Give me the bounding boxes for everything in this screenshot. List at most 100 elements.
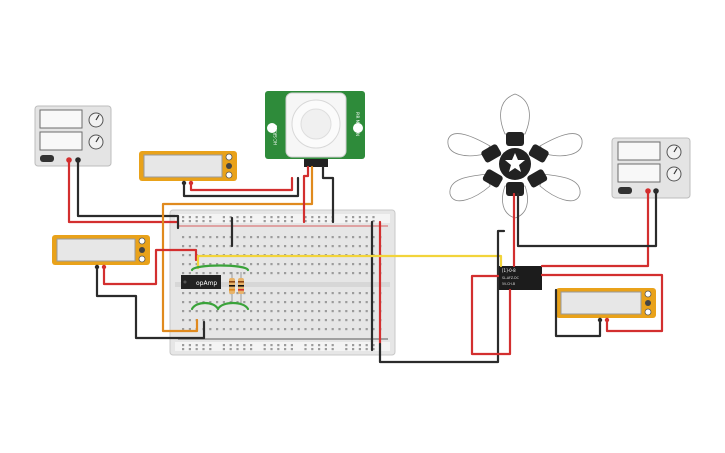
breadboard-hole[interactable]	[277, 236, 280, 239]
breadboard-hole[interactable]	[304, 348, 307, 351]
breadboard-hole[interactable]	[263, 263, 266, 266]
breadboard-hole[interactable]	[202, 272, 205, 275]
breadboard-hole[interactable]	[297, 319, 300, 322]
breadboard-hole[interactable]	[290, 216, 293, 219]
breadboard-hole[interactable]	[195, 236, 198, 239]
breadboard-hole[interactable]	[209, 319, 212, 322]
wire-green-3[interactable]	[216, 301, 250, 311]
breadboard-hole[interactable]	[202, 220, 205, 223]
breadboard-hole[interactable]	[270, 236, 273, 239]
breadboard-hole[interactable]	[209, 301, 212, 304]
breadboard-hole[interactable]	[188, 216, 191, 219]
breadboard-hole[interactable]	[270, 272, 273, 275]
breadboard-hole[interactable]	[229, 245, 232, 248]
breadboard-hole[interactable]	[290, 292, 293, 295]
breadboard-hole[interactable]	[365, 301, 368, 304]
breadboard-hole[interactable]	[188, 245, 191, 248]
breadboard-hole[interactable]	[304, 310, 307, 313]
breadboard-hole[interactable]	[256, 245, 259, 248]
breadboard-hole[interactable]	[277, 348, 280, 351]
breadboard-hole[interactable]	[284, 310, 287, 313]
breadboard-hole[interactable]	[372, 319, 375, 322]
breadboard-hole[interactable]	[202, 245, 205, 248]
breadboard-hole[interactable]	[222, 220, 225, 223]
breadboard-hole[interactable]	[182, 310, 185, 313]
breadboard-hole[interactable]	[277, 301, 280, 304]
breadboard-hole[interactable]	[338, 236, 341, 239]
breadboard-hole[interactable]	[236, 301, 239, 304]
breadboard-hole[interactable]	[250, 263, 253, 266]
breadboard-hole[interactable]	[236, 344, 239, 347]
breadboard-hole[interactable]	[358, 328, 361, 331]
breadboard-hole[interactable]	[216, 319, 219, 322]
breadboard-hole[interactable]	[182, 344, 185, 347]
breadboard-hole[interactable]	[209, 216, 212, 219]
breadboard-hole[interactable]	[263, 348, 266, 351]
breadboard-hole[interactable]	[263, 220, 266, 223]
relay[interactable]: [1]-0-8 SL-AFZ-DC 5V-CH-B	[498, 266, 542, 290]
breadboard-hole[interactable]	[345, 220, 348, 223]
breadboard-hole[interactable]	[304, 328, 307, 331]
breadboard-hole[interactable]	[297, 310, 300, 313]
breadboard-hole[interactable]	[202, 344, 205, 347]
breadboard-hole[interactable]	[277, 292, 280, 295]
breadboard-hole[interactable]	[195, 348, 198, 351]
breadboard-hole[interactable]	[331, 328, 334, 331]
breadboard-hole[interactable]	[263, 245, 266, 248]
breadboard-hole[interactable]	[256, 328, 259, 331]
breadboard-hole[interactable]	[222, 292, 225, 295]
wire-green-1[interactable]	[190, 264, 250, 272]
breadboard-hole[interactable]	[263, 292, 266, 295]
breadboard-hole[interactable]	[216, 272, 219, 275]
breadboard-hole[interactable]	[297, 245, 300, 248]
breadboard-hole[interactable]	[284, 328, 287, 331]
breadboard-hole[interactable]	[352, 220, 355, 223]
breadboard-hole[interactable]	[365, 328, 368, 331]
breadboard-hole[interactable]	[250, 348, 253, 351]
opamp-chip[interactable]: opAmp	[181, 275, 221, 289]
breadboard-hole[interactable]	[263, 344, 266, 347]
breadboard-hole[interactable]	[338, 292, 341, 295]
breadboard-hole[interactable]	[222, 272, 225, 275]
wire-red-meter-top[interactable]	[189, 176, 294, 192]
pir-sensor[interactable]: HC-SR501 PIR MOTION	[265, 91, 365, 167]
breadboard-hole[interactable]	[195, 301, 198, 304]
breadboard-hole[interactable]	[372, 344, 375, 347]
breadboard-hole[interactable]	[256, 272, 259, 275]
wire-red-meter-left[interactable]	[102, 248, 198, 286]
breadboard-hole[interactable]	[318, 310, 321, 313]
breadboard-hole[interactable]	[358, 301, 361, 304]
breadboard-hole[interactable]	[297, 292, 300, 295]
breadboard-hole[interactable]	[311, 310, 314, 313]
breadboard-hole[interactable]	[188, 236, 191, 239]
breadboard-hole[interactable]	[188, 310, 191, 313]
breadboard-hole[interactable]	[372, 328, 375, 331]
breadboard-hole[interactable]	[304, 263, 307, 266]
breadboard-hole[interactable]	[324, 220, 327, 223]
breadboard-hole[interactable]	[209, 292, 212, 295]
breadboard-hole[interactable]	[365, 310, 368, 313]
breadboard-hole[interactable]	[365, 348, 368, 351]
breadboard-hole[interactable]	[365, 272, 368, 275]
breadboard-hole[interactable]	[297, 272, 300, 275]
breadboard-hole[interactable]	[284, 272, 287, 275]
breadboard-hole[interactable]	[352, 272, 355, 275]
breadboard-hole[interactable]	[284, 245, 287, 248]
breadboard-hole[interactable]	[250, 220, 253, 223]
breadboard-hole[interactable]	[188, 254, 191, 257]
breadboard-hole[interactable]	[290, 272, 293, 275]
breadboard-hole[interactable]	[250, 216, 253, 219]
breadboard-hole[interactable]	[270, 216, 273, 219]
breadboard-hole[interactable]	[331, 348, 334, 351]
breadboard-hole[interactable]	[236, 292, 239, 295]
breadboard-hole[interactable]	[243, 301, 246, 304]
breadboard-hole[interactable]	[229, 319, 232, 322]
breadboard-hole[interactable]	[331, 245, 334, 248]
breadboard-hole[interactable]	[188, 301, 191, 304]
breadboard-hole[interactable]	[256, 310, 259, 313]
breadboard-hole[interactable]	[284, 348, 287, 351]
breadboard-hole[interactable]	[345, 348, 348, 351]
breadboard-hole[interactable]	[250, 301, 253, 304]
breadboard-hole[interactable]	[311, 344, 314, 347]
breadboard-hole[interactable]	[270, 319, 273, 322]
